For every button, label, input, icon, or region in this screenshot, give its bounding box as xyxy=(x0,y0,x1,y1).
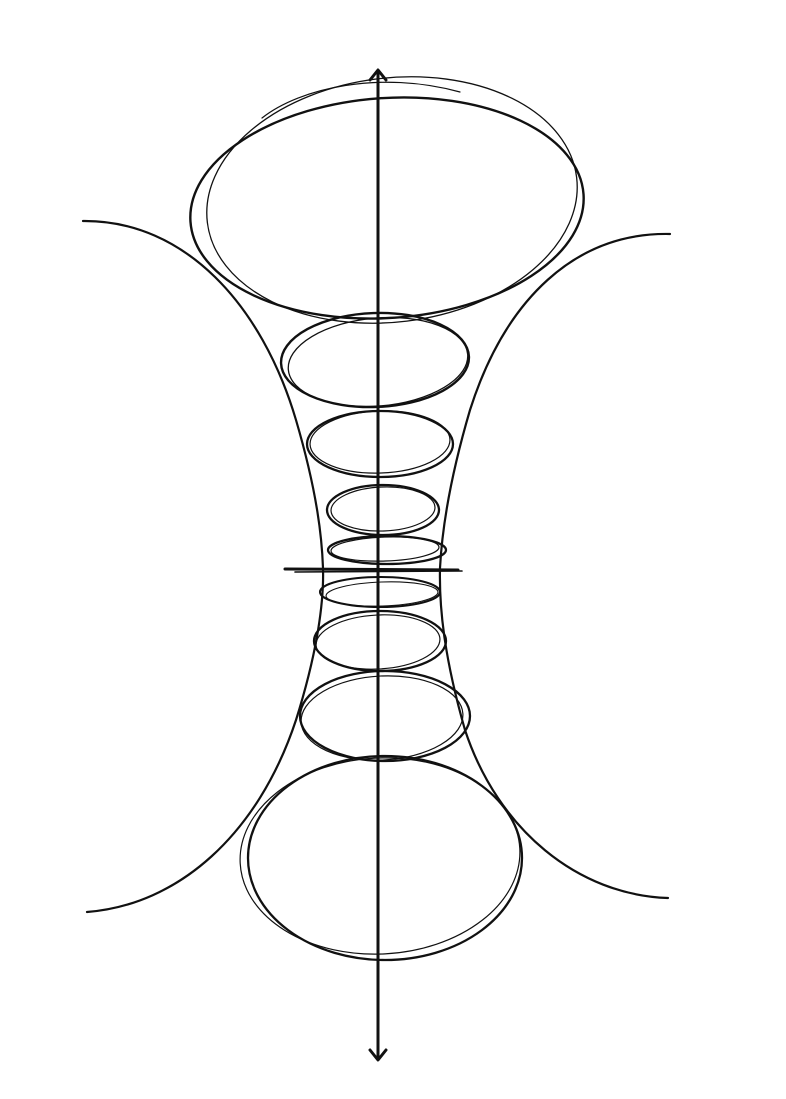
right-hyperbola-branch xyxy=(438,232,672,900)
cross-section-ellipse-8 xyxy=(298,669,472,763)
vertical-axis-arrow xyxy=(368,68,388,1062)
cross-section-ellipse-2 xyxy=(279,311,471,409)
left-hyperbola-branch xyxy=(81,219,325,914)
cross-section-ellipse-5 xyxy=(326,534,448,566)
cross-section-ellipse-9 xyxy=(239,754,524,962)
cross-section-ellipse-6 xyxy=(318,575,442,609)
waist-horizontal-mark xyxy=(283,567,463,573)
cross-section-ellipse-1 xyxy=(189,76,585,324)
cross-section-ellipse-7 xyxy=(312,609,448,673)
axis-arrowhead-down xyxy=(368,1048,388,1062)
cross-section-ellipse-4 xyxy=(325,483,441,537)
cross-section-ellipse-3 xyxy=(305,409,455,479)
axis-arrowhead-up xyxy=(368,68,388,82)
